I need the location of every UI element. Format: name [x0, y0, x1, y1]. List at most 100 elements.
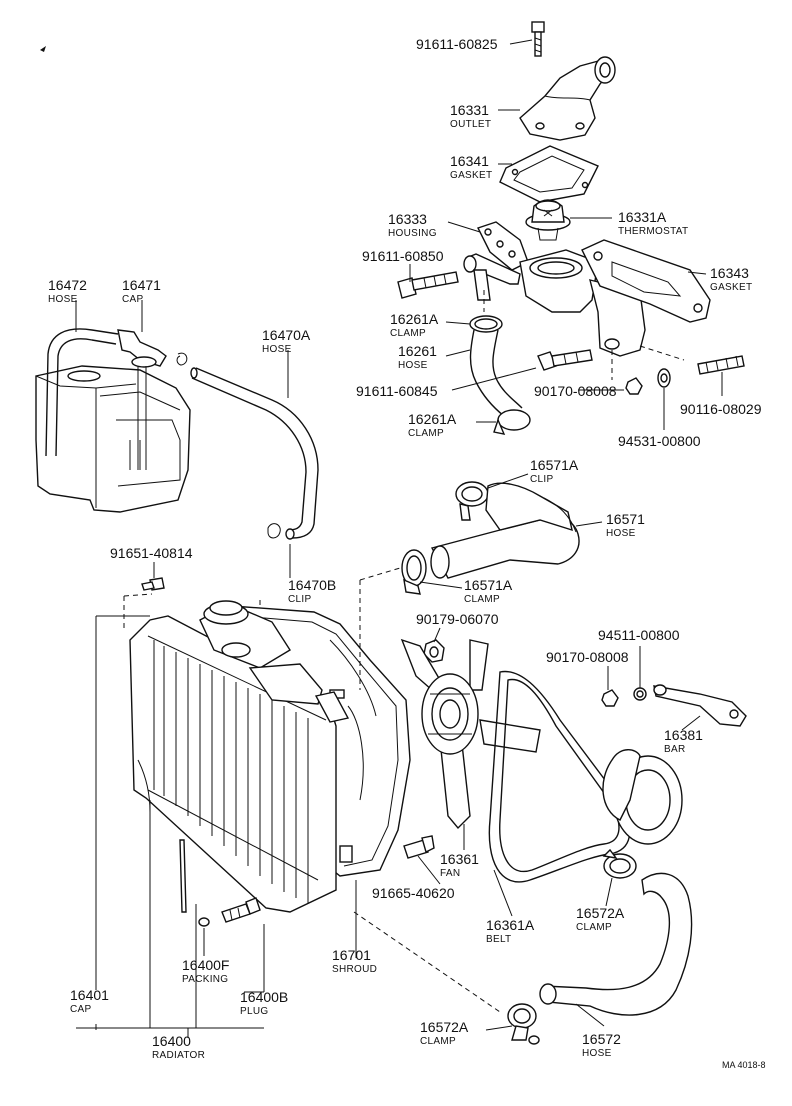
- assembly-line-lower-hose: [353, 911, 501, 1013]
- part-number: 90170-08008: [546, 649, 629, 665]
- part-name: CLAMP: [464, 594, 500, 605]
- part-number: 16333: [388, 211, 427, 227]
- clamp-16261A-upper-drawing: [469, 315, 503, 333]
- part-label: 91665-40620: [372, 885, 455, 901]
- part-number: 91665-40620: [372, 885, 455, 901]
- part-name: GASKET: [710, 282, 752, 293]
- part-label: 91611-60825: [416, 36, 498, 52]
- bar-16381-drawing: [653, 684, 747, 727]
- part-number: 91651-40814: [110, 545, 193, 561]
- part-label: 90170-08008: [534, 383, 617, 399]
- corner-mark: [40, 46, 46, 52]
- part-label: 91611-60845: [356, 383, 438, 399]
- gasket-16341-drawing: [499, 145, 599, 203]
- clip-near-cap-drawing: [176, 352, 188, 366]
- part-number: 16572A: [576, 905, 625, 921]
- pulley-drawing: [602, 749, 683, 845]
- part-name: BELT: [486, 934, 511, 945]
- hose-16470A-drawing: [190, 367, 319, 539]
- bolt-91651-40814-drawing: [141, 577, 165, 591]
- part-label: 90170-08008: [546, 649, 629, 665]
- part-number: 16341: [450, 153, 489, 169]
- bolt-91611-60845-drawing: [537, 349, 593, 371]
- assembly-line-radiator-top: [123, 593, 153, 597]
- part-label: 94511-00800: [598, 627, 680, 643]
- fan-16361-drawing: [400, 638, 541, 830]
- hose-16472-drawing: [45, 328, 119, 457]
- part-name: HOSE: [606, 528, 636, 539]
- hose-16571-drawing: [430, 482, 580, 579]
- part-number: 16361A: [486, 917, 535, 933]
- part-number: 90170-08008: [534, 383, 617, 399]
- part-label: 91611-60850: [362, 248, 444, 264]
- part-name: HOSE: [262, 344, 292, 355]
- part-number: 94511-00800: [598, 627, 680, 643]
- part-name: CAP: [122, 294, 143, 305]
- part-number: 16261A: [390, 311, 439, 327]
- part-number: 16343: [710, 265, 749, 281]
- leader-lines: [75, 39, 723, 1038]
- part-number: 16470B: [288, 577, 336, 593]
- part-name: CLAMP: [576, 922, 612, 933]
- clamp-16571A-drawing: [401, 549, 427, 595]
- part-number: 16400F: [182, 957, 229, 973]
- assembly-line-hose-to-radiator: [359, 567, 401, 581]
- bolt-91611-60825-drawing: [531, 21, 545, 57]
- part-name: CLAMP: [408, 428, 444, 439]
- clip-16470B-drawing: [267, 523, 295, 540]
- part-number: 16400B: [240, 989, 288, 1005]
- part-name: CAP: [70, 1004, 91, 1015]
- part-name: BAR: [664, 744, 685, 755]
- part-label: 90116-08029: [680, 401, 762, 417]
- hose-16572-drawing: [539, 872, 693, 1016]
- hose-16261-drawing: [469, 329, 523, 417]
- nut-94511-00800-drawing: [633, 687, 647, 701]
- part-number: 91611-60850: [362, 248, 444, 264]
- stud-90116-08029-drawing: [697, 355, 745, 375]
- washer-94531-00800-drawing: [657, 368, 671, 388]
- cap-16471-drawing: [117, 329, 167, 470]
- part-name: CLAMP: [420, 1036, 456, 1047]
- part-number: 16331A: [618, 209, 667, 225]
- part-number: 16261: [398, 343, 437, 359]
- assembly-line-b: [639, 345, 685, 361]
- part-name: HOSE: [398, 360, 428, 371]
- reserve-tank-drawing: [35, 365, 191, 513]
- gasket-16343-drawing: [581, 239, 711, 323]
- part-number: 16572: [582, 1031, 621, 1047]
- part-name: CLIP: [530, 474, 553, 485]
- clamp-16261A-lower-drawing: [493, 409, 531, 435]
- bolt-91611-60850-drawing: [397, 271, 459, 299]
- part-number: 16571: [606, 511, 645, 527]
- part-name: HOSE: [582, 1048, 612, 1059]
- part-name: HOUSING: [388, 228, 437, 239]
- outlet-16331-drawing: [519, 56, 616, 141]
- part-number: 16261A: [408, 411, 457, 427]
- part-number: 90116-08029: [680, 401, 762, 417]
- part-number: 16571A: [464, 577, 513, 593]
- part-name: CLIP: [288, 594, 311, 605]
- thermostat-16331A-drawing: [525, 199, 571, 241]
- part-name: PLUG: [240, 1006, 268, 1017]
- packing-16400F-drawing: [198, 917, 210, 927]
